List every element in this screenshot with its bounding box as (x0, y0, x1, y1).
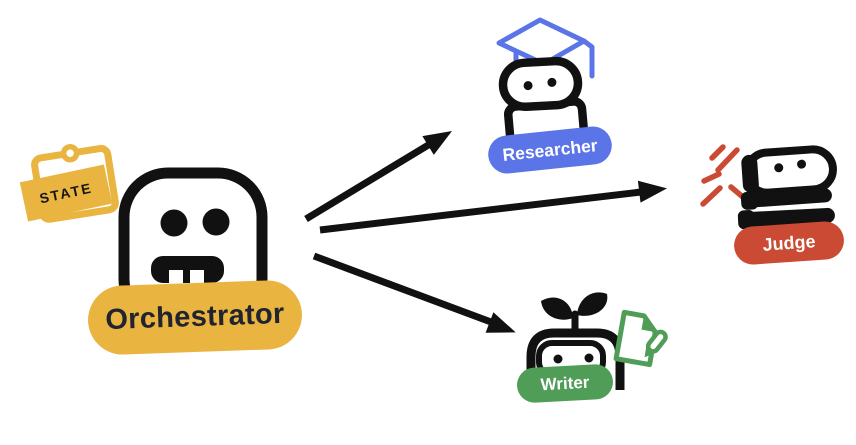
writer-label: Writer (540, 372, 590, 394)
writer-left-eye (553, 354, 563, 364)
researcher-label: Researcher (501, 134, 599, 165)
state-badge-label: STATE (38, 179, 94, 207)
orchestrator-mouth (151, 256, 224, 283)
judge-label-pill: Judge (732, 220, 846, 266)
orchestrator-label: Orchestrator (104, 297, 286, 337)
arrowhead-icon (422, 131, 452, 155)
researcher-head (498, 56, 583, 112)
impact-marks-icon (700, 144, 747, 207)
sprout-icon (541, 292, 608, 344)
clipboard-ring (60, 143, 80, 163)
writer-label-pill: Writer (516, 363, 614, 404)
orchestrator-left-eye (160, 209, 188, 237)
arrow-orchestrator-to-judge (319, 180, 667, 234)
writer-right-eye (584, 353, 594, 363)
arrow-orchestrator-to-writer (312, 252, 516, 333)
document-pencil-icon (613, 309, 668, 368)
edges (304, 131, 667, 333)
orchestrator-robot-icon (118, 167, 268, 329)
arrowhead-icon (637, 180, 667, 203)
judge-head (741, 145, 837, 197)
orchestrator-tooth (190, 270, 204, 283)
orchestrator-label-pill: Orchestrator (86, 279, 304, 356)
orchestrator-tooth (169, 270, 183, 283)
orchestrator-right-eye (202, 208, 230, 236)
judge-label: Judge (761, 230, 817, 255)
arrow-orchestrator-to-researcher (304, 131, 452, 222)
judge-robot-icon (700, 144, 837, 230)
arrowhead-icon (485, 312, 516, 333)
